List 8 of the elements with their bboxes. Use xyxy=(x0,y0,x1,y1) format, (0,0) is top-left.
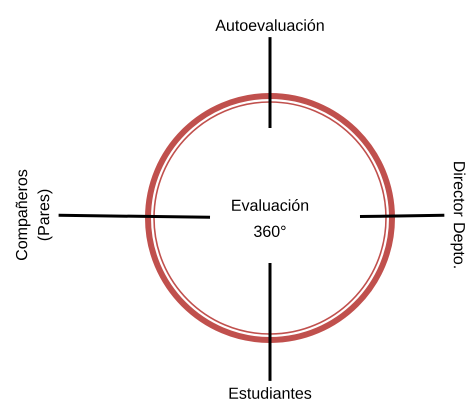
stakeholder-label: Estudiantes xyxy=(230,387,312,399)
connector-line xyxy=(360,214,444,218)
stakeholder-label: Autoevaluación xyxy=(215,19,324,31)
stakeholder-label: Compañeros (Pares) xyxy=(16,170,52,260)
connector-line xyxy=(268,37,272,128)
stakeholder-label: Director Depto. xyxy=(450,162,466,268)
connector-line xyxy=(268,263,272,381)
connector-line xyxy=(58,214,210,219)
